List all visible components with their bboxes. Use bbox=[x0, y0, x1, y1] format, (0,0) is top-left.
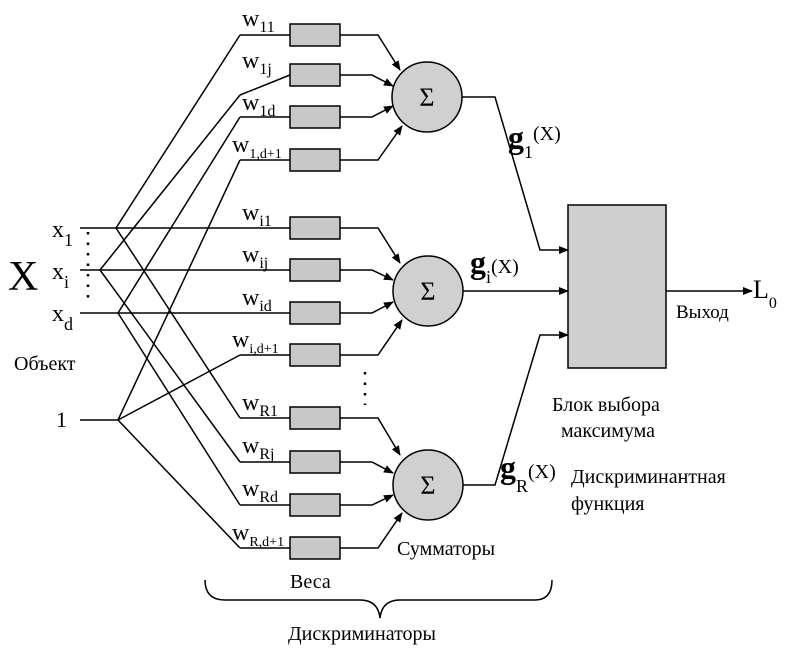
weight-boxes bbox=[289, 23, 341, 560]
ellipsis-dots bbox=[86, 232, 367, 405]
discriminant-arrows bbox=[462, 96, 569, 486]
weight-label-wR1: wR1 bbox=[242, 390, 278, 420]
weight-box-w1d bbox=[289, 105, 341, 129]
discriminant-function-label-2: функция bbox=[571, 493, 645, 515]
weight-box-w11 bbox=[289, 23, 341, 47]
input-xd-label: xd bbox=[52, 301, 73, 334]
weight-label-wid: wid bbox=[242, 285, 272, 315]
discriminant-function-label-1: Дискриминантная bbox=[571, 466, 726, 488]
weight-box-wR1 bbox=[289, 406, 341, 430]
weight-label-wRd: wRd bbox=[242, 476, 278, 506]
weight-labels: w11 w1j w1d w1,d+1 wi1 wij wid wi,d+1 wR… bbox=[232, 6, 284, 550]
weight-box-w1j bbox=[289, 63, 341, 87]
summator-1: Σ bbox=[391, 61, 463, 133]
discriminant-gi-label: gi(X) bbox=[470, 244, 519, 287]
weight-label-w11: w11 bbox=[242, 6, 275, 36]
weight-label-w1j: w1j bbox=[242, 48, 272, 78]
discriminant-g1-label: g1(X) bbox=[508, 119, 561, 162]
summator-R: Σ bbox=[392, 449, 464, 521]
sum-symbol-1: Σ bbox=[419, 83, 434, 112]
weight-box-wi1 bbox=[289, 216, 341, 240]
output-L0-label: L0 bbox=[753, 275, 777, 312]
max-block-label-2: максимума bbox=[561, 420, 655, 442]
max-selection-block bbox=[567, 204, 667, 369]
input-xi-label: xi bbox=[52, 259, 69, 292]
weight-box-wRd bbox=[289, 493, 341, 517]
object-label: Объект bbox=[14, 353, 76, 375]
weight-label-wRj: wRj bbox=[242, 433, 274, 463]
weight-label-wi1: wi1 bbox=[242, 200, 272, 230]
weight-box-wRj bbox=[289, 450, 341, 474]
input-x1-label: x1 bbox=[52, 217, 73, 250]
weight-box-wid bbox=[289, 301, 341, 325]
input-bias-label: 1 bbox=[56, 407, 67, 432]
summators-label: Сумматоры bbox=[397, 538, 495, 560]
input-connection-lines bbox=[80, 34, 291, 549]
weight-label-w1d1: w1,d+1 bbox=[232, 132, 282, 162]
weights-label: Веса bbox=[290, 571, 331, 593]
discriminators-brace bbox=[204, 579, 553, 619]
summator-i: Σ bbox=[392, 255, 464, 327]
weight-box-w1d1 bbox=[289, 148, 341, 172]
weight-box-wid1 bbox=[289, 343, 341, 367]
weight-label-wid1: wi,d+1 bbox=[232, 327, 279, 357]
discriminators-label: Дискриминаторы bbox=[288, 623, 436, 645]
max-block-label-1: Блок выбора bbox=[552, 394, 660, 416]
discriminant-gR-label: gR(X) bbox=[500, 449, 556, 496]
sum-symbol-R: Σ bbox=[420, 471, 435, 500]
input-vector-X: X bbox=[8, 254, 38, 300]
weight-label-wRd1: wR,d+1 bbox=[232, 520, 284, 550]
weight-label-wij: wij bbox=[242, 242, 268, 272]
weight-box-wij bbox=[289, 258, 341, 282]
sum-symbol-i: Σ bbox=[420, 277, 435, 306]
weight-box-wRd1 bbox=[289, 536, 341, 560]
weight-label-w1d: w1d bbox=[242, 90, 275, 120]
output-label: Выход bbox=[676, 302, 729, 323]
weight-to-sum-arrows bbox=[340, 34, 403, 549]
